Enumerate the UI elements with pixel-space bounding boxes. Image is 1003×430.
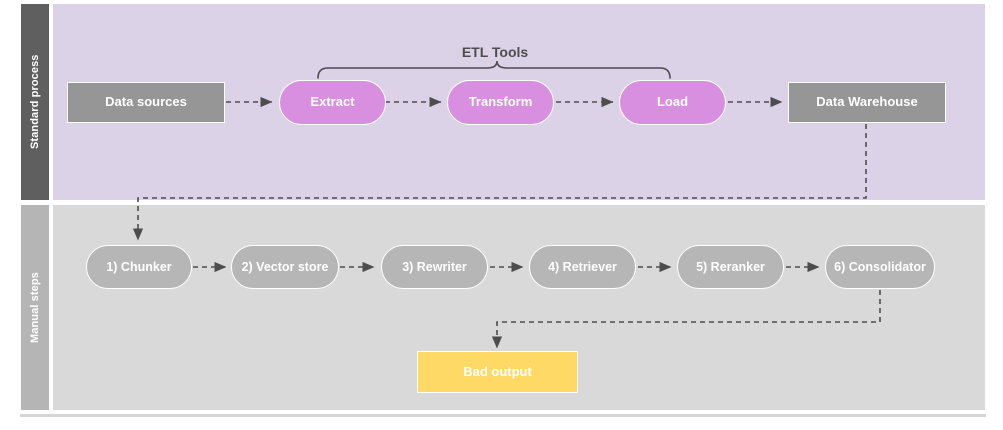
node-bad-output[interactable]: Bad output: [417, 351, 578, 393]
node-chunker[interactable]: 1) Chunker: [86, 245, 192, 289]
etl-tools-label: ETL Tools: [461, 44, 529, 60]
node-consolidator[interactable]: 6) Consolidator: [825, 245, 935, 289]
node-extract[interactable]: Extract: [279, 80, 386, 125]
node-data-warehouse[interactable]: Data Warehouse: [788, 82, 946, 123]
node-vector-store[interactable]: 2) Vector store: [231, 245, 339, 289]
swimlane-label-manual-steps: Manual steps: [21, 205, 49, 410]
node-transform[interactable]: Transform: [447, 80, 554, 125]
swimlane-label-standard-process: Standard process: [21, 4, 49, 200]
node-reranker[interactable]: 5) Reranker: [677, 245, 784, 289]
bottom-divider: [20, 414, 986, 417]
node-load[interactable]: Load: [619, 80, 726, 125]
node-rewriter[interactable]: 3) Rewriter: [381, 245, 488, 289]
node-retriever[interactable]: 4) Retriever: [529, 245, 636, 289]
node-data-sources[interactable]: Data sources: [67, 82, 225, 123]
